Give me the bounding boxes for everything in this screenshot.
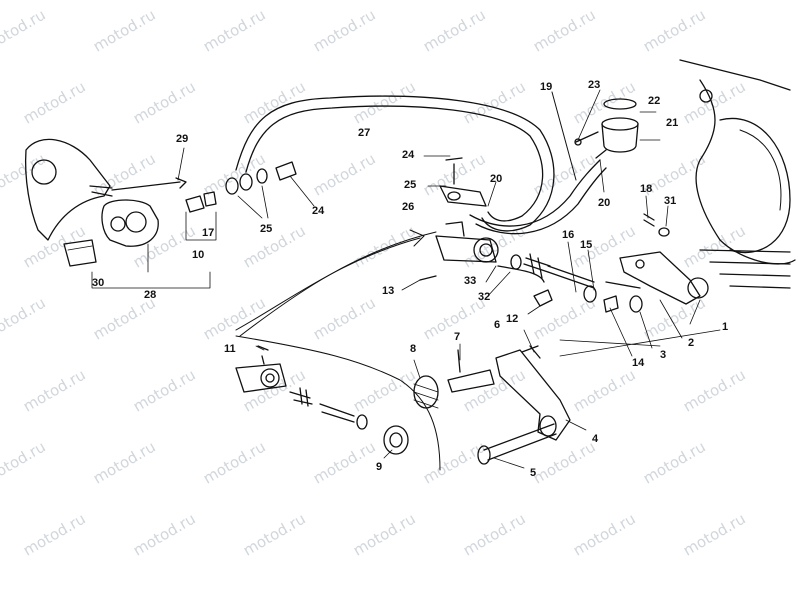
- callout-30: 30: [92, 277, 105, 289]
- callout-25a: 25: [404, 179, 417, 191]
- pedal-linkage: [533, 213, 709, 313]
- callout-15: 15: [580, 239, 593, 251]
- hose-19: [469, 91, 607, 235]
- callout-7: 7: [454, 331, 461, 343]
- callout-23: 23: [588, 79, 601, 91]
- master-cylinder-26: [419, 157, 551, 283]
- callout-3: 3: [660, 349, 667, 361]
- inset-detail: [235, 229, 441, 471]
- callout-1: 1: [722, 321, 729, 333]
- callout-25b: 25: [260, 223, 273, 235]
- callout-6: 6: [494, 319, 501, 331]
- hose-27: [235, 95, 555, 232]
- callout-13: 13: [382, 285, 395, 297]
- callout-16: 16: [562, 229, 575, 241]
- callout-21: 21: [666, 117, 679, 129]
- pushrod-7: [447, 349, 495, 393]
- engine-cover: [679, 59, 796, 289]
- brake-pedal-4: [477, 329, 721, 465]
- reservoir-21: [574, 98, 661, 159]
- callout-19: 19: [540, 81, 553, 93]
- callout-22: 22: [648, 95, 661, 107]
- callout-10: 10: [192, 249, 205, 261]
- callout-4: 4: [592, 433, 599, 445]
- caliper-assembly-28: [24, 138, 211, 289]
- fitting-group-left: [185, 161, 297, 241]
- callout-12: 12: [506, 313, 519, 325]
- callout-26: 26: [402, 201, 415, 213]
- callout-18: 18: [640, 183, 653, 195]
- callout-31: 31: [664, 195, 677, 207]
- callout-33: 33: [464, 275, 477, 287]
- callout-20b: 20: [598, 197, 611, 209]
- callout-24b: 24: [312, 205, 325, 217]
- callout-28: 28: [144, 289, 157, 301]
- callout-24a: 24: [402, 149, 415, 161]
- callout-32: 32: [478, 291, 491, 303]
- callout-17: 17: [202, 227, 215, 239]
- callout-14: 14: [632, 357, 645, 369]
- callout-5: 5: [530, 467, 537, 479]
- callout-27: 27: [358, 127, 371, 139]
- callout-11: 11: [224, 343, 236, 355]
- callout-9: 9: [376, 461, 383, 473]
- callout-2: 2: [688, 337, 695, 349]
- callout-29: 29: [176, 133, 189, 145]
- callout-20a: 20: [490, 173, 503, 185]
- leader-lines: [177, 89, 701, 469]
- callout-8: 8: [410, 343, 417, 355]
